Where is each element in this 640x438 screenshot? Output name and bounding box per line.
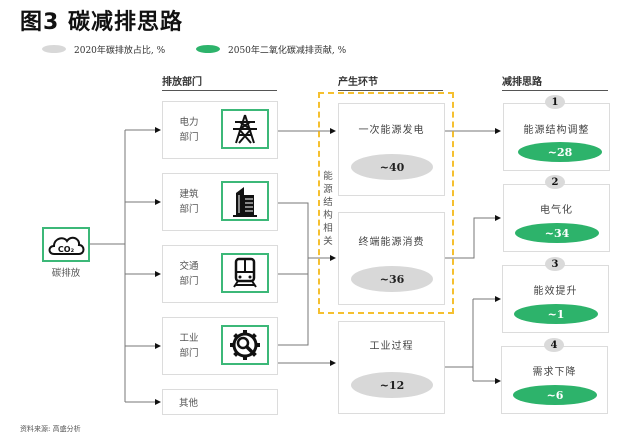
path-value-oval: ~1 bbox=[514, 304, 598, 324]
sector-box-industry: 工业 部门 bbox=[162, 317, 278, 375]
sector-label-line: 交通 bbox=[179, 261, 199, 272]
sector-label-line: 部门 bbox=[179, 132, 199, 143]
building-icon bbox=[233, 187, 257, 217]
path-number-badge: 1 bbox=[545, 95, 565, 109]
legend-item-2020: 2020年碳排放占比, % bbox=[42, 42, 165, 56]
gear-wrench-icon bbox=[230, 330, 260, 360]
sector-label-line: 工业 bbox=[179, 333, 199, 344]
sector-box-other: 其他 bbox=[162, 389, 278, 415]
co2-cloud-icon: CO₂ bbox=[48, 236, 85, 255]
column-header-paths: 减排思路 bbox=[502, 73, 608, 91]
stage-box-industrial-process: 工业过程 ~12 bbox=[338, 321, 445, 414]
sector-label-line: 部门 bbox=[179, 276, 199, 287]
sector-label-line: 部门 bbox=[179, 348, 199, 359]
legend-label: 2020年碳排放占比, % bbox=[74, 45, 166, 56]
path-label: 能源结构调整 bbox=[523, 125, 590, 136]
column-header-sectors: 排放部门 bbox=[162, 73, 277, 91]
sector-box-power: 电力 部门 bbox=[162, 101, 278, 159]
column-header-stages: 产生环节 bbox=[338, 73, 443, 91]
sector-label: 电力 部门 bbox=[179, 115, 199, 145]
stage-value-oval: ~12 bbox=[351, 372, 433, 398]
path-box-3: 能效提升 ~1 bbox=[502, 265, 609, 333]
origin-label: 碳排放 bbox=[51, 268, 81, 279]
legend-swatch-grey bbox=[42, 45, 66, 53]
path-label: 能效提升 bbox=[533, 286, 578, 297]
power-tower-icon bbox=[233, 114, 257, 144]
svg-text:CO₂: CO₂ bbox=[58, 245, 75, 254]
sector-box-building: 建筑 部门 bbox=[162, 173, 278, 231]
figure-title: 图3 碳减排思路 bbox=[20, 10, 183, 35]
path-number-badge: 4 bbox=[544, 338, 564, 352]
sector-label-line: 部门 bbox=[179, 204, 199, 215]
energy-structure-group bbox=[318, 92, 454, 314]
sector-box-transport: 交通 部门 bbox=[162, 245, 278, 303]
stage-box-consumption: 终端能源消费 ~36 bbox=[338, 212, 445, 305]
path-label: 电气化 bbox=[540, 205, 573, 216]
stage-box-generation: 一次能源发电 ~40 bbox=[338, 103, 445, 196]
stage-value-oval: ~36 bbox=[351, 266, 433, 292]
source-note: 资料来源: 高盛分析 bbox=[20, 425, 81, 433]
stage-value-oval: ~40 bbox=[351, 154, 433, 180]
sector-label: 工业 部门 bbox=[179, 331, 199, 361]
sector-icon-frame bbox=[221, 325, 269, 365]
path-value-oval: ~6 bbox=[513, 385, 597, 405]
stage-label: 工业过程 bbox=[369, 341, 414, 352]
co2-icon-frame: CO₂ bbox=[42, 227, 90, 262]
path-box-4: 需求下降 ~6 bbox=[501, 346, 608, 414]
sector-label: 交通 部门 bbox=[179, 259, 199, 289]
sector-icon-frame bbox=[221, 253, 269, 293]
arrow-to-path-2 bbox=[445, 215, 501, 259]
sector-label-line: 电力 bbox=[179, 117, 199, 128]
sector-label-line: 建筑 bbox=[179, 189, 199, 200]
legend-item-2050: 2050年二氧化碳减排贡献, % bbox=[196, 42, 346, 56]
path-box-1: 能源结构调整 ~28 bbox=[503, 103, 610, 171]
sector-label: 建筑 部门 bbox=[179, 187, 199, 217]
path-value-oval: ~34 bbox=[515, 223, 599, 243]
legend-label: 2050年二氧化碳减排贡献, % bbox=[228, 45, 347, 56]
path-label: 需求下降 bbox=[532, 367, 577, 378]
path-number-badge: 3 bbox=[545, 257, 565, 271]
path-number-badge: 2 bbox=[545, 175, 565, 189]
sector-icon-frame bbox=[221, 181, 269, 221]
path-box-2: 电气化 ~34 bbox=[503, 184, 610, 252]
train-icon bbox=[233, 257, 257, 288]
path-value-oval: ~28 bbox=[518, 142, 602, 162]
sector-label: 其他 bbox=[179, 398, 199, 409]
legend-swatch-green bbox=[196, 45, 220, 53]
sector-icon-frame bbox=[221, 109, 269, 149]
group-label-text: 能源结构相关 bbox=[323, 171, 333, 247]
stage-label: 一次能源发电 bbox=[358, 125, 425, 136]
stage-label: 终端能源消费 bbox=[358, 237, 425, 248]
group-label: 能源结构相关 bbox=[322, 170, 334, 248]
